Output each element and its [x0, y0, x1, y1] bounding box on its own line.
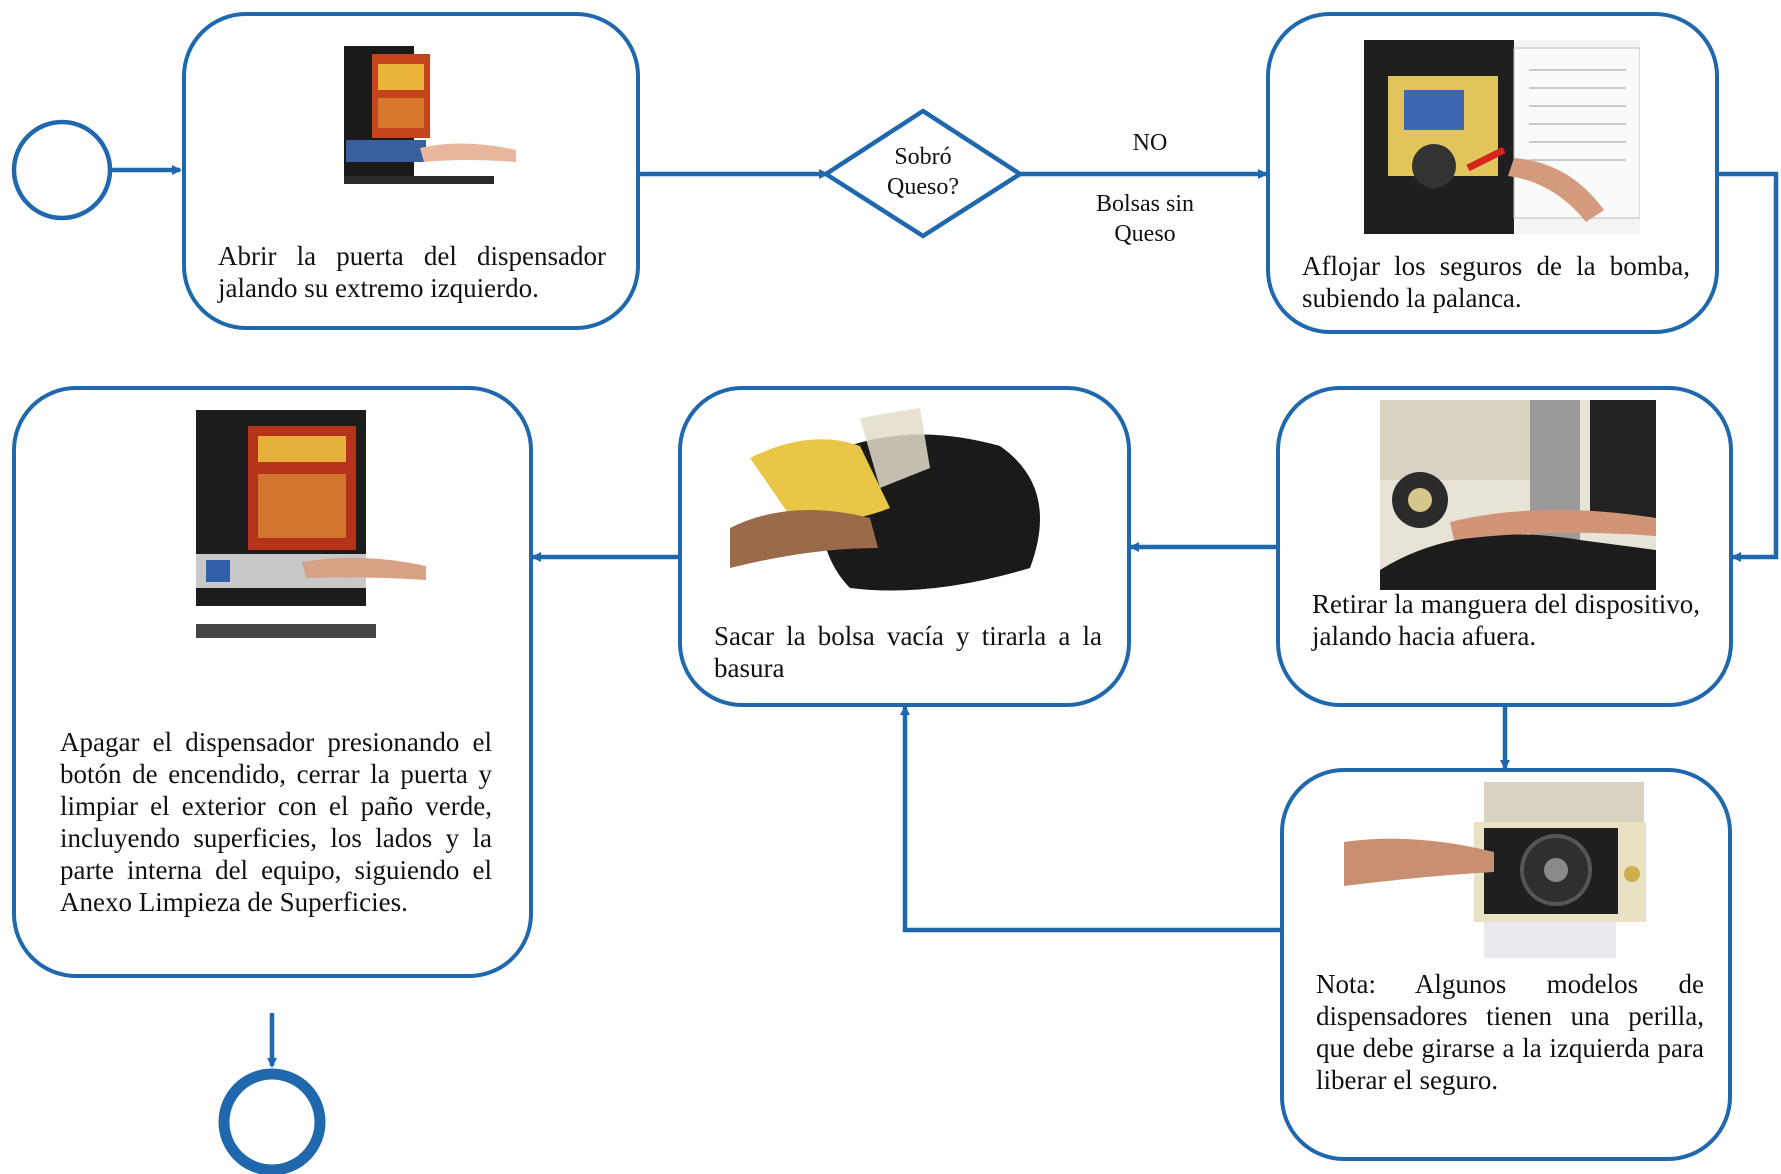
step-remove-bag-box: Sacar la bolsa vacía y tirarla a la basu…: [678, 386, 1131, 707]
pump-lever-photo: [1364, 40, 1640, 234]
arrow-note-to-bag: [900, 705, 1280, 933]
step-remove-bag-text: Sacar la bolsa vacía y tirarla a la basu…: [714, 621, 1102, 683]
note-box: Nota: Algunos modelos de dispensadores t…: [1280, 768, 1732, 1161]
step-open-door-box: Abrir la puerta del dispensador jalando …: [182, 12, 640, 330]
trash-bag-photo: [730, 398, 1066, 598]
note-text: Nota: Algunos modelos de dispensadores t…: [1316, 969, 1704, 1095]
nachos-dispenser-photo: [324, 38, 524, 196]
start-terminal: [11, 119, 113, 221]
end-terminal: [218, 1068, 326, 1174]
step-remove-hose-text: Retirar la manguera del dispositivo, jal…: [1312, 589, 1700, 651]
knob-release-photo: [1344, 782, 1656, 958]
step-turn-off-box: Apagar el dispensador presionando el bot…: [12, 386, 533, 978]
step-remove-hose-box: Retirar la manguera del dispositivo, jal…: [1276, 386, 1733, 707]
step-loosen-locks-box: Aflojar los seguros de la bomba, subiend…: [1266, 12, 1719, 334]
decision-no-label: NO: [1132, 130, 1168, 156]
dispenser-cleaning-photo: [182, 402, 442, 664]
step-turn-off-text: Apagar el dispensador presionando el bot…: [60, 727, 492, 917]
decision-no-sublabel: Bolsas sin Queso: [1095, 191, 1194, 247]
hose-removal-photo: [1380, 400, 1656, 590]
decision-diamond: [821, 108, 1025, 239]
step-loosen-locks-text: Aflojar los seguros de la bomba, subiend…: [1302, 251, 1690, 313]
arrow-loosen-to-hose: [1719, 171, 1779, 562]
decision-question: Sobró Queso?: [887, 144, 959, 200]
step-open-door-text: Abrir la puerta del dispensador jalando …: [218, 241, 606, 303]
